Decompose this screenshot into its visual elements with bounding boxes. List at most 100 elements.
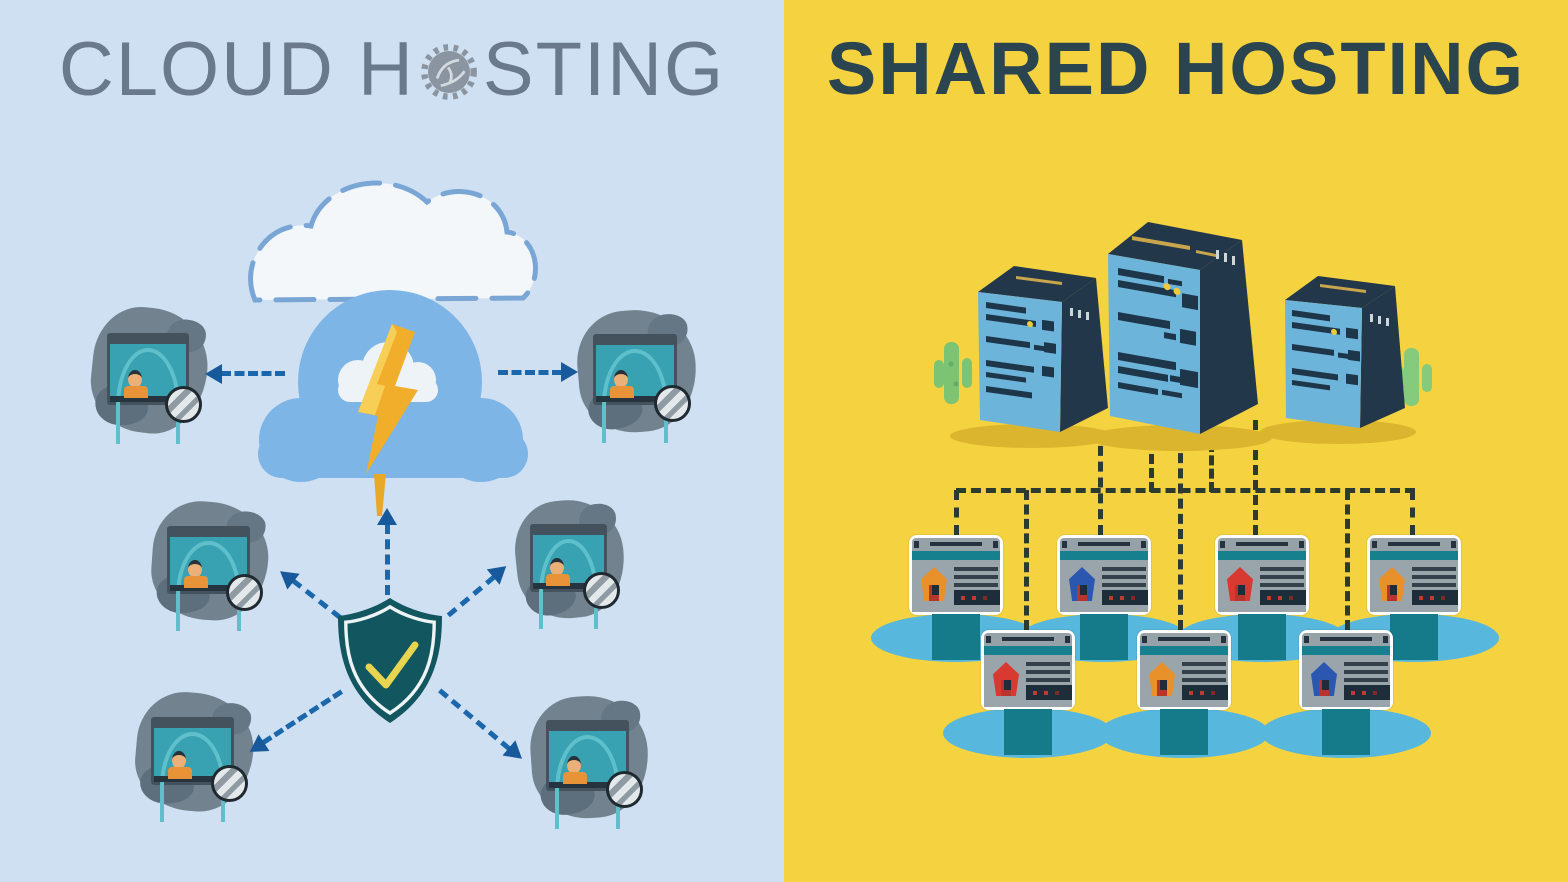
arrow-shield-to-mid-left xyxy=(273,563,342,620)
text-lines xyxy=(1026,662,1070,682)
arrow-shield-to-bottom-right xyxy=(438,688,529,767)
person-icon xyxy=(563,756,588,785)
title-prefix: CLOUD H xyxy=(58,27,415,112)
client-website-top-left xyxy=(85,302,214,444)
server-shadow xyxy=(1260,420,1416,444)
connector-server-drop xyxy=(1149,440,1154,492)
server-center xyxy=(1108,222,1258,434)
browser-toolbar xyxy=(1218,551,1306,560)
arrow-line xyxy=(261,689,344,746)
shared-hosting-title: SHARED HOSTING xyxy=(826,27,1526,110)
website-house-icon xyxy=(1311,662,1337,696)
browser-toolbar xyxy=(1370,551,1458,560)
text-lines xyxy=(1412,567,1456,587)
connector-to-site5 xyxy=(1024,490,1029,630)
webpage-content xyxy=(984,655,1072,707)
website-monitor-2 xyxy=(1057,535,1151,660)
website-monitor-7 xyxy=(1299,630,1393,755)
connector-to-site4 xyxy=(1410,490,1415,535)
client-browser-window xyxy=(151,716,235,823)
browser-toolbar xyxy=(984,646,1072,655)
website-house-icon xyxy=(993,662,1019,696)
connector-server-to-site6 xyxy=(1178,438,1183,630)
webpage-content xyxy=(1060,560,1148,612)
arrow-shield-to-bottom-left xyxy=(244,689,344,761)
browser-window xyxy=(1137,630,1231,710)
lightning-bolt-icon xyxy=(358,324,418,516)
website-monitor-3 xyxy=(1215,535,1309,660)
website-monitor-5 xyxy=(981,630,1075,755)
browser-titlebar xyxy=(1370,538,1458,551)
globe-icon xyxy=(654,385,692,423)
monitor-stand xyxy=(1322,709,1370,755)
browser-window xyxy=(1367,535,1461,615)
arrow-head xyxy=(205,364,222,384)
globe-icon xyxy=(211,764,249,802)
cactus-left-icon xyxy=(934,342,972,404)
browser-toolbar xyxy=(1302,646,1390,655)
connector-horizontal-bus xyxy=(956,488,1415,493)
webpage-text xyxy=(954,567,1000,612)
client-website-mid-left xyxy=(148,498,272,632)
image-placeholder xyxy=(1412,590,1458,605)
image-placeholder xyxy=(1182,685,1228,700)
cloud-hosting-title: CLOUD H STING xyxy=(0,28,784,112)
arrow-head xyxy=(377,508,397,525)
arrow-head xyxy=(561,362,578,382)
webpage-content xyxy=(1140,655,1228,707)
titlebar-line xyxy=(1002,637,1054,641)
arrow-line xyxy=(384,524,390,595)
server-left xyxy=(978,266,1108,432)
browser-window xyxy=(909,535,1003,615)
webpage-text xyxy=(1344,662,1390,707)
browser-titlebar xyxy=(984,633,1072,646)
server-shadow xyxy=(1088,425,1272,451)
webpage-text xyxy=(1182,662,1228,707)
webpage-content xyxy=(912,560,1000,612)
globe-icon xyxy=(606,771,644,809)
person-icon xyxy=(610,370,635,399)
webpage-content xyxy=(1302,655,1390,707)
arrow-line xyxy=(221,371,285,377)
cloud-lightning-illustration xyxy=(248,180,538,516)
image-placeholder xyxy=(1344,685,1390,700)
webpage-text xyxy=(1102,567,1148,612)
gear-globe-icon xyxy=(421,43,477,100)
titlebar-line xyxy=(930,542,982,546)
text-lines xyxy=(1182,662,1226,682)
monitor-stand xyxy=(1004,709,1052,755)
client-website-mid-right xyxy=(510,494,630,630)
globe-icon xyxy=(582,571,620,609)
connector-server-drop xyxy=(1209,442,1214,492)
text-lines xyxy=(1344,662,1388,682)
arrow-line xyxy=(446,574,496,617)
arrow-line xyxy=(498,369,562,375)
webpage-content xyxy=(1218,560,1306,612)
webpage-text xyxy=(1412,567,1458,612)
text-lines xyxy=(1102,567,1146,587)
website-house-icon xyxy=(1379,567,1405,601)
globe-icon xyxy=(226,573,264,611)
connector-to-site7 xyxy=(1345,490,1350,630)
check-mark xyxy=(365,641,419,689)
image-placeholder xyxy=(954,590,1000,605)
browser-window xyxy=(1299,630,1393,710)
security-shield-icon xyxy=(338,598,442,723)
website-house-icon xyxy=(921,567,947,601)
image-placeholder xyxy=(1026,685,1072,700)
text-lines xyxy=(1260,567,1304,587)
person-icon xyxy=(168,750,193,779)
arrow-line xyxy=(438,688,512,751)
browser-toolbar xyxy=(1060,551,1148,560)
browser-window xyxy=(1057,535,1151,615)
website-house-icon xyxy=(1227,567,1253,601)
monitor-stand xyxy=(1080,614,1128,660)
titlebar-line xyxy=(1236,542,1288,546)
connector-server-to-site3 xyxy=(1253,420,1258,535)
browser-titlebar xyxy=(1218,538,1306,551)
titlebar-line xyxy=(1158,637,1210,641)
browser-toolbar xyxy=(912,551,1000,560)
server-right xyxy=(1285,276,1405,428)
browser-window xyxy=(1215,535,1309,615)
person-icon xyxy=(545,557,570,586)
